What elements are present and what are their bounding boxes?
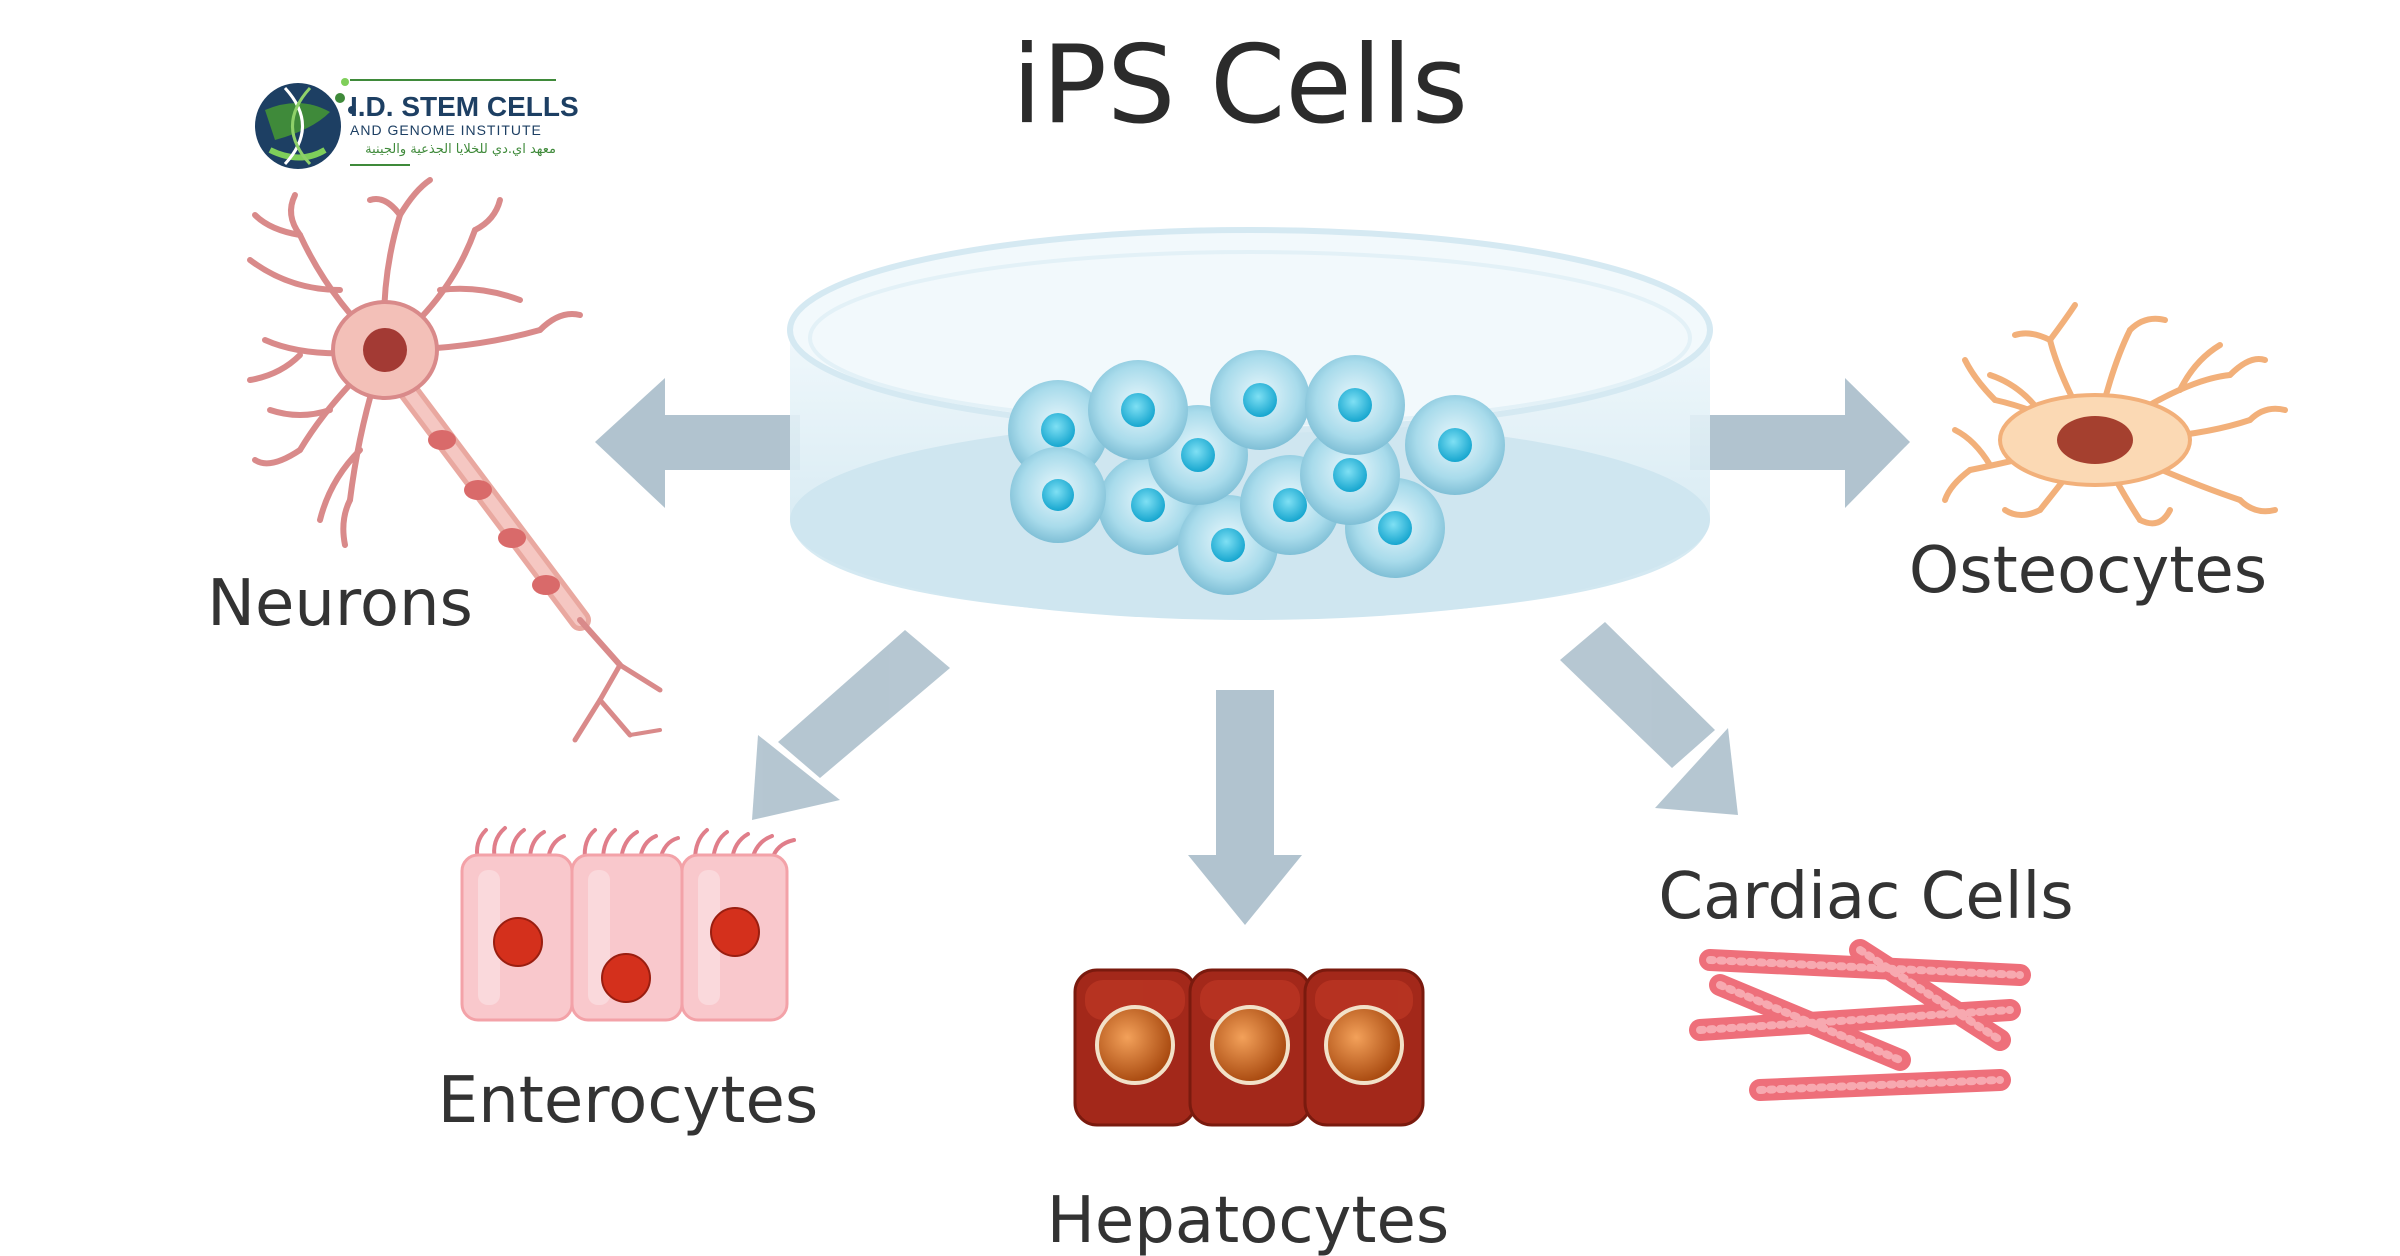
ips-cell [1210, 350, 1310, 450]
osteocyte-illustration [1942, 302, 2288, 527]
arrow-to-hepatocytes [1188, 690, 1302, 925]
label-enterocytes: Enterocytes [438, 1064, 818, 1138]
arrow-to-osteocytes [1690, 378, 1910, 508]
label-cardiac-cells: Cardiac Cells [1658, 860, 2073, 934]
logo-subtitle: AND GENOME INSTITUTE [350, 122, 542, 138]
label-neurons: Neurons [207, 567, 473, 641]
hepatocyte-illustration [1073, 968, 1425, 1127]
neuron-illustration [247, 177, 663, 743]
arrow-to-cardiac [1560, 622, 1738, 815]
label-hepatocytes: Hepatocytes [1047, 1184, 1449, 1256]
ips-cell [1405, 395, 1505, 495]
ips-cell [1088, 360, 1188, 460]
logo-name: I.D. STEM CELLS [350, 91, 579, 122]
arrow-to-neurons [595, 378, 800, 508]
page-title: iPS Cells [1012, 23, 1468, 148]
arrow-to-enterocytes [752, 630, 950, 820]
dna-globe-icon [255, 78, 356, 169]
ips-cell [1305, 355, 1405, 455]
label-osteocytes: Osteocytes [1909, 534, 2267, 608]
ips-cell [1010, 447, 1106, 543]
logo-arabic: معهد اي.دي للخلايا الجذعية والجينية [365, 142, 556, 157]
institute-logo: I.D. STEM CELLS AND GENOME INSTITUTE معه… [255, 78, 579, 169]
cardiac-cell-illustration [1689, 939, 2031, 1101]
ips-cell-cluster [1008, 350, 1505, 595]
enterocyte-illustration [460, 826, 796, 1022]
